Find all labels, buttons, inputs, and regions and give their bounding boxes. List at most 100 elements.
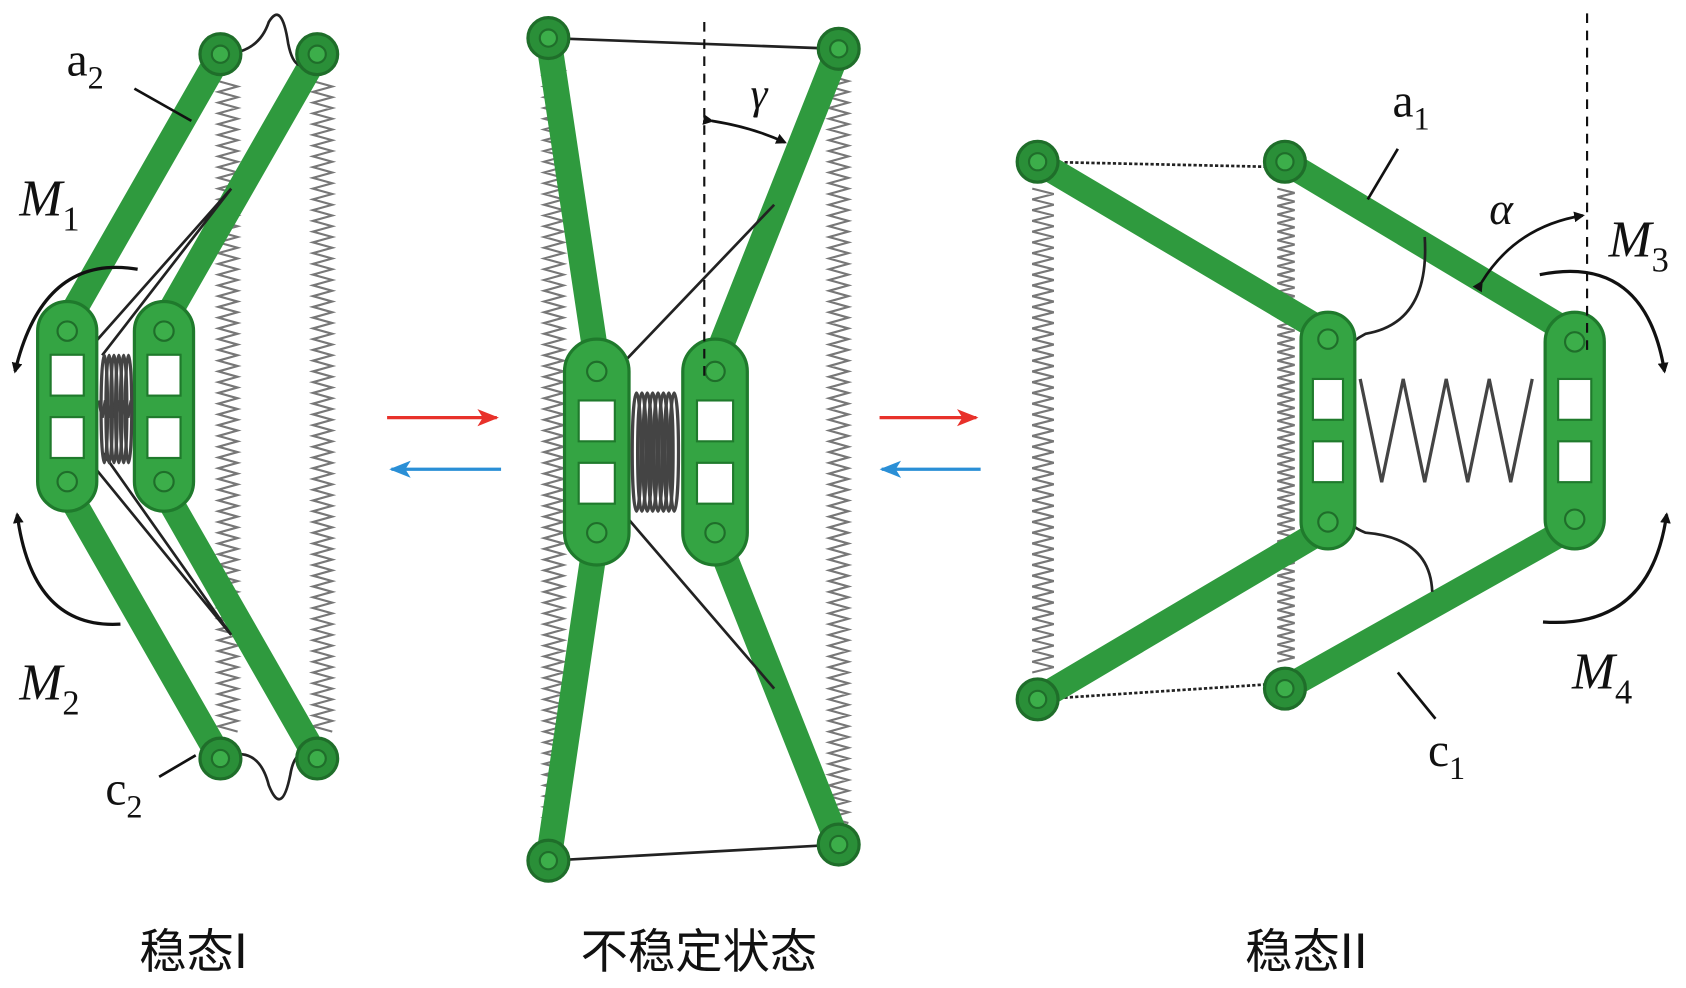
leader-c1: [1396, 671, 1437, 720]
block-pin: [704, 521, 726, 544]
spring-coil: [641, 391, 654, 513]
block-pin: [153, 320, 175, 342]
transition-arrows-1: [387, 409, 502, 478]
moment-arrow-M4: [1542, 512, 1671, 625]
pin-hole: [1027, 152, 1048, 172]
label-M2: M2: [18, 654, 79, 722]
block-pin: [1563, 331, 1586, 353]
label-gamma: γ: [751, 71, 769, 118]
pin-hole: [307, 748, 327, 769]
label-a2: a2: [67, 35, 104, 96]
label-c2: c2: [105, 764, 142, 825]
tension-spring: [1277, 187, 1295, 663]
block-pin: [586, 521, 608, 544]
leader-a1: [1366, 148, 1399, 201]
block-window: [1311, 377, 1345, 421]
label-M4: M4: [1571, 644, 1632, 712]
compression-spring: [1358, 378, 1534, 483]
pin-hole: [538, 850, 559, 871]
label-c1: c1: [1428, 725, 1465, 786]
leader-a2: [133, 87, 193, 123]
gamma-angle-arrow: [702, 114, 787, 144]
link-bar: [1024, 148, 1341, 347]
spring-coil: [630, 391, 643, 513]
block-window: [1557, 377, 1593, 421]
mechanisms: [36, 13, 1606, 883]
link-bar: [53, 41, 234, 336]
block-pin: [586, 360, 608, 383]
pin-hole: [1275, 678, 1295, 699]
slider-block: [36, 299, 99, 513]
block-pin: [56, 470, 78, 493]
spring-coil: [668, 391, 681, 513]
block-window: [146, 353, 182, 397]
link-bar: [535, 25, 610, 374]
moment-arrow-M1: [11, 265, 138, 374]
link-bar: [1024, 514, 1341, 713]
spring-coil: [646, 391, 659, 513]
label-a1: a1: [1392, 76, 1429, 137]
slider-block: [132, 299, 196, 513]
spring-coil: [662, 391, 675, 513]
leader-c2: [158, 754, 197, 778]
slider-block: [1299, 310, 1357, 551]
block-window: [577, 461, 616, 505]
block-body: [1299, 310, 1357, 551]
block-window: [49, 416, 85, 460]
block-pin: [56, 320, 78, 342]
block-pin: [704, 360, 726, 383]
block-body: [562, 337, 631, 567]
block-pin: [1317, 328, 1339, 350]
tension-spring: [1031, 187, 1055, 674]
cable: [548, 36, 839, 51]
block-window: [1311, 440, 1345, 484]
block-pin: [153, 470, 175, 493]
link-bar: [53, 476, 234, 772]
block-window: [49, 353, 85, 397]
moment-arrow-M2: [12, 512, 121, 626]
link-bar: [702, 519, 852, 858]
link-bar: [150, 41, 331, 336]
block-window: [695, 461, 735, 505]
link-bar: [1272, 148, 1585, 347]
pin-hole: [210, 748, 231, 769]
block-window: [1557, 440, 1593, 484]
block-window: [577, 399, 616, 443]
cable: [1037, 160, 1285, 169]
slider-block: [681, 337, 749, 567]
block-body: [681, 337, 749, 567]
pin-hole: [538, 28, 559, 48]
slider-block: [562, 337, 631, 567]
spring-coil: [657, 391, 670, 513]
pin-hole: [1027, 689, 1048, 710]
slider-block: [1543, 310, 1606, 551]
pin-hole: [307, 44, 327, 64]
alpha-angle-arrow: [1472, 211, 1585, 293]
tension-spring: [825, 74, 853, 825]
label-M3: M3: [1608, 211, 1669, 279]
spring-coil: [652, 391, 664, 513]
label-alpha: α: [1489, 184, 1514, 234]
tension-spring: [308, 80, 337, 733]
pin-hole: [829, 834, 849, 855]
transition-arrows-2: [879, 409, 981, 478]
cable: [63, 187, 233, 378]
block-window: [146, 416, 182, 460]
pin-hole: [829, 39, 849, 59]
link-bar: [1272, 514, 1585, 702]
label-M1: M1: [18, 171, 79, 239]
cable: [1037, 681, 1286, 701]
block-window: [695, 399, 735, 443]
caption-stable-state-2: 稳态II: [1245, 925, 1367, 980]
cable: [548, 843, 839, 863]
caption-unstable-state: 不稳定状态: [581, 925, 817, 980]
pin-hole: [1275, 152, 1295, 172]
spring-coil: [123, 353, 134, 465]
cable: [63, 429, 233, 636]
link-bar: [702, 35, 852, 374]
pin-hole: [210, 44, 231, 64]
caption-stable-state-1: 稳态I: [139, 925, 248, 980]
block-pin: [1563, 508, 1586, 531]
